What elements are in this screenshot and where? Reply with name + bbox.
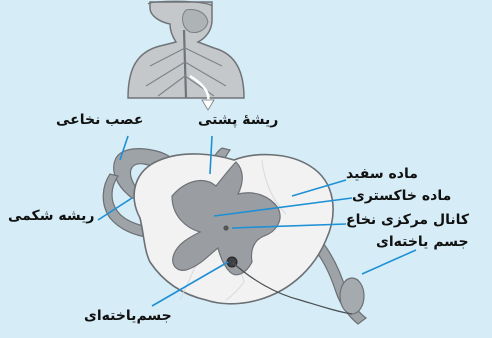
- human-figure-illustration: [128, 1, 244, 98]
- cell-body-right-ganglion: [340, 278, 364, 314]
- label-gray-matter: ماده خاکستری: [352, 188, 451, 204]
- spinal-cord-cross-section: [134, 154, 352, 314]
- label-dorsal-root: ریشهٔ پشتی: [198, 112, 278, 128]
- label-central-canal: کانال مرکزی نخاع: [346, 212, 469, 228]
- central-canal: [223, 225, 228, 230]
- label-white-matter: ماده سفید: [346, 166, 418, 182]
- label-spinal-nerve: عصب نخاعی: [56, 112, 143, 128]
- pointer-arrowhead: [202, 100, 214, 110]
- label-cell-body-right: جسم یاخته‌ای: [376, 234, 469, 250]
- leader-cell-body-right: [362, 250, 416, 274]
- label-ventral-root: ریشه شکمی: [8, 208, 94, 224]
- label-cell-body-bottom: جسم‌یاخته‌ای: [84, 308, 172, 324]
